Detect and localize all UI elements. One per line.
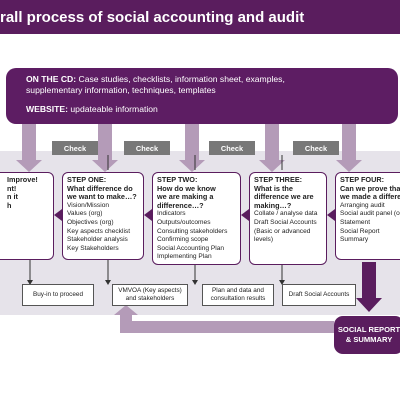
arrow-cd-to-prep: [16, 124, 42, 172]
step-three-items: Collate / analyse data Draft Social Acco…: [254, 210, 318, 244]
step-two-heading: STEP TWO: How do we know we are making a…: [157, 175, 216, 210]
output-draft-accounts: Draft Social Accounts: [282, 284, 356, 306]
step-one-box: STEP ONE: What difference do we want to …: [62, 172, 144, 260]
cd-resources-bar: ON THE CD: Case studies, checklists, inf…: [6, 68, 398, 124]
arrow-prep-to-step1: [54, 209, 62, 221]
arrow-step1-to-step2: [144, 209, 152, 221]
arrow-cd-to-step2: [179, 124, 205, 172]
step-four-box: STEP FOUR: Can we prove tha we made a di…: [335, 172, 400, 260]
prep-step-box: Improve! nt! n it h: [0, 172, 54, 260]
check-label-2: Check: [124, 141, 170, 155]
step-four-heading: STEP FOUR: Can we prove tha we made a di…: [340, 175, 400, 202]
arrow-cd-to-step3: [259, 124, 285, 172]
cd-line-1: ON THE CD: Case studies, checklists, inf…: [26, 74, 285, 84]
output-buyin: Buy-in to proceed: [22, 284, 94, 306]
step-one-items: Vision/Mission Values (org) Objectives (…: [67, 201, 131, 252]
prep-step-text: Improve! nt! n it h: [7, 175, 38, 210]
output-vmvoa: VMVOA (Key aspects) and stakeholders: [112, 284, 188, 306]
arrow-cd-to-step4: [336, 124, 362, 172]
check-label-4: Check: [293, 141, 339, 155]
check-label-3: Check: [209, 141, 255, 155]
page-title: rall process of social accounting and au…: [0, 9, 305, 26]
step-four-items: Arranging audit Social audit panel (o St…: [340, 201, 400, 244]
social-report-summary: SOCIAL REPORT & SUMMARY: [334, 316, 400, 354]
title-bar: rall process of social accounting and au…: [0, 0, 400, 34]
website-line: WEBSITE: updateable information: [26, 104, 158, 114]
output-plan: Plan and data and consultation results: [202, 284, 274, 306]
cd-line-2: supplementary information, techniques, t…: [26, 85, 216, 95]
arrow-step3-to-step4: [327, 209, 335, 221]
arrow-cd-to-step1: [92, 124, 118, 172]
step-two-box: STEP TWO: How do we know we are making a…: [152, 172, 241, 265]
step-three-heading: STEP THREE: What is the difference we ar…: [254, 175, 314, 210]
step-two-items: Indicators Outputs/outcomes Consulting s…: [157, 210, 228, 261]
step-one-heading: STEP ONE: What difference do we want to …: [67, 175, 137, 202]
arrow-step2-to-step3: [241, 209, 249, 221]
arrow-step4-to-report: [356, 262, 382, 312]
arrow-report-feedback: [114, 305, 334, 333]
check-label-1: Check: [52, 141, 98, 155]
step-three-box: STEP THREE: What is the difference we ar…: [249, 172, 327, 265]
